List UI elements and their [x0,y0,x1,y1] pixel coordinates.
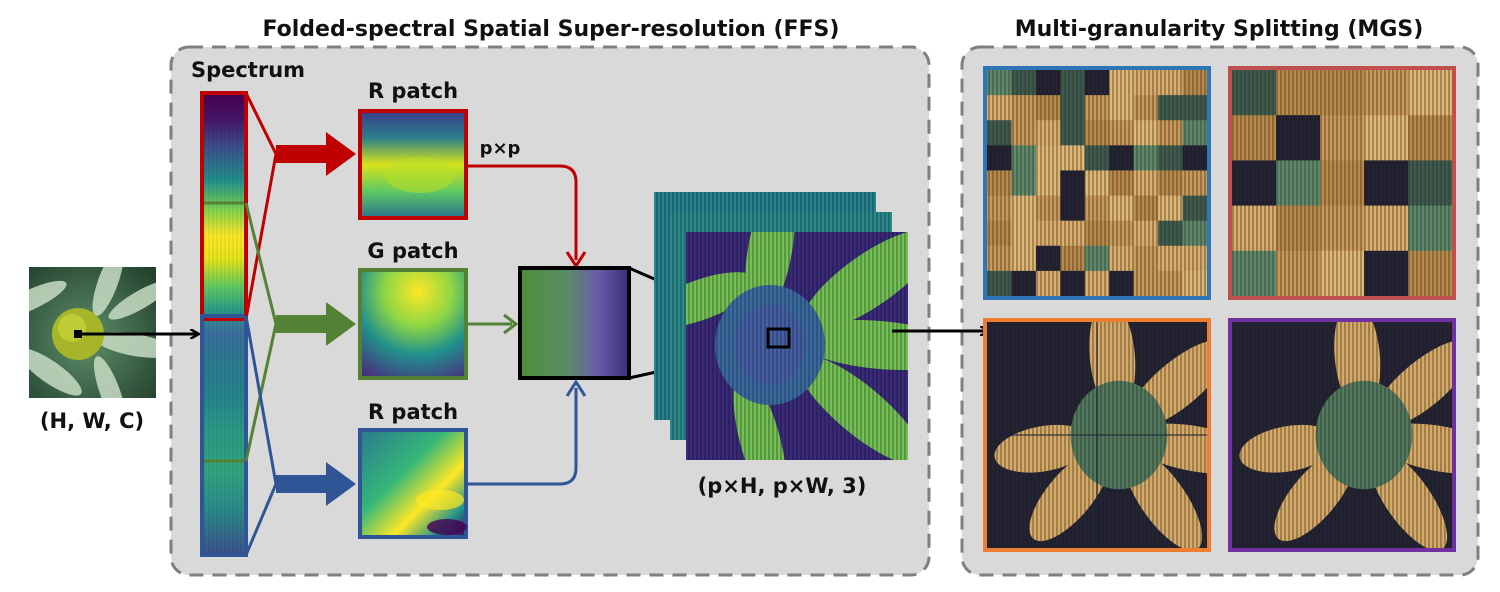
patch-label-3: R patch [368,400,458,424]
fan-lines [244,92,278,556]
input-image [29,267,156,398]
red-block-arrow [276,132,356,176]
pixel-marker [74,330,82,338]
mgs-image-fine [987,70,1207,296]
zoom-box [766,327,791,349]
mgs-image-coarse [987,322,1207,548]
green-block-arrow [276,302,356,346]
mgs-frame-coarse [983,318,1211,552]
green-patch [358,268,468,380]
mgs-frame-fine [983,66,1211,300]
mgs-title: Multi-granularity Splitting (MGS) [1015,17,1424,42]
mgs-frame-whole [1228,318,1456,552]
spectrum-blue-segment [200,314,248,557]
output-stack [654,192,908,460]
spectrum-label: Spectrum [191,58,305,82]
blue-connector [466,388,578,486]
input-shape-label: (H, W, C) [40,409,144,433]
patch-label-2: G patch [367,239,458,263]
mgs-image-whole [1232,322,1452,548]
mgs-frame-medium [1228,66,1456,300]
mgs-image-medium [1232,70,1452,296]
ffs-title: Folded-spectral Spatial Super-resolution… [263,17,840,42]
patch-size-label: p×p [480,138,521,159]
patch-label-1: R patch [368,79,458,103]
red-connector [466,164,578,260]
combined-pixel [518,266,631,380]
output-shape-label: (p×H, p×W, 3) [698,474,867,498]
blue-block-arrow [276,462,356,506]
